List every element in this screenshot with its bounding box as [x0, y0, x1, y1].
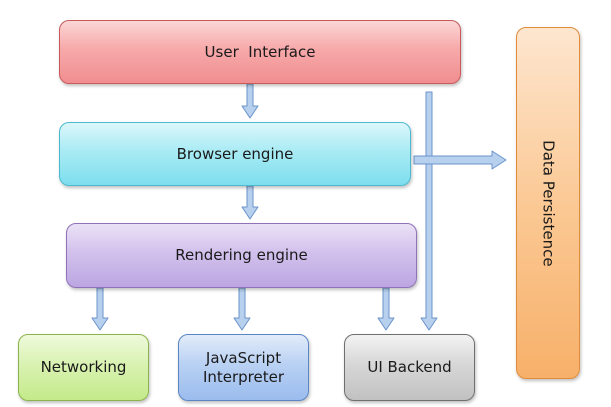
javascript-interpreter-label-line1: JavaScript	[205, 348, 282, 367]
networking-node: Networking	[18, 334, 149, 401]
arrow-browser-engine-to-data-persistence	[413, 150, 507, 170]
browser-engine-node: Browser engine	[59, 122, 411, 186]
arrow-rendering-engine-to-ui-backend	[377, 287, 395, 331]
ui-backend-node: UI Backend	[344, 334, 475, 401]
rendering-engine-label: Rendering engine	[175, 246, 308, 265]
user-interface-node: User Interface	[59, 20, 461, 84]
javascript-interpreter-node: JavaScript Interpreter	[178, 334, 309, 401]
arrow-ui-to-browser-engine	[241, 83, 259, 119]
browser-engine-label: Browser engine	[176, 144, 294, 163]
arrow-rendering-engine-to-js-interpreter	[233, 287, 251, 331]
data-persistence-node: Data Persistence	[516, 27, 580, 379]
networking-label: Networking	[40, 358, 127, 377]
rendering-engine-node: Rendering engine	[66, 223, 417, 288]
arrow-browser-engine-to-rendering-engine	[241, 185, 259, 220]
arrow-rendering-engine-to-networking	[91, 287, 109, 331]
arrow-ui-to-ui-backend	[420, 91, 438, 331]
ui-backend-label: UI Backend	[367, 358, 452, 377]
user-interface-label: User Interface	[204, 42, 316, 61]
data-persistence-label: Data Persistence	[539, 139, 558, 267]
javascript-interpreter-label-line2: Interpreter	[202, 367, 285, 386]
